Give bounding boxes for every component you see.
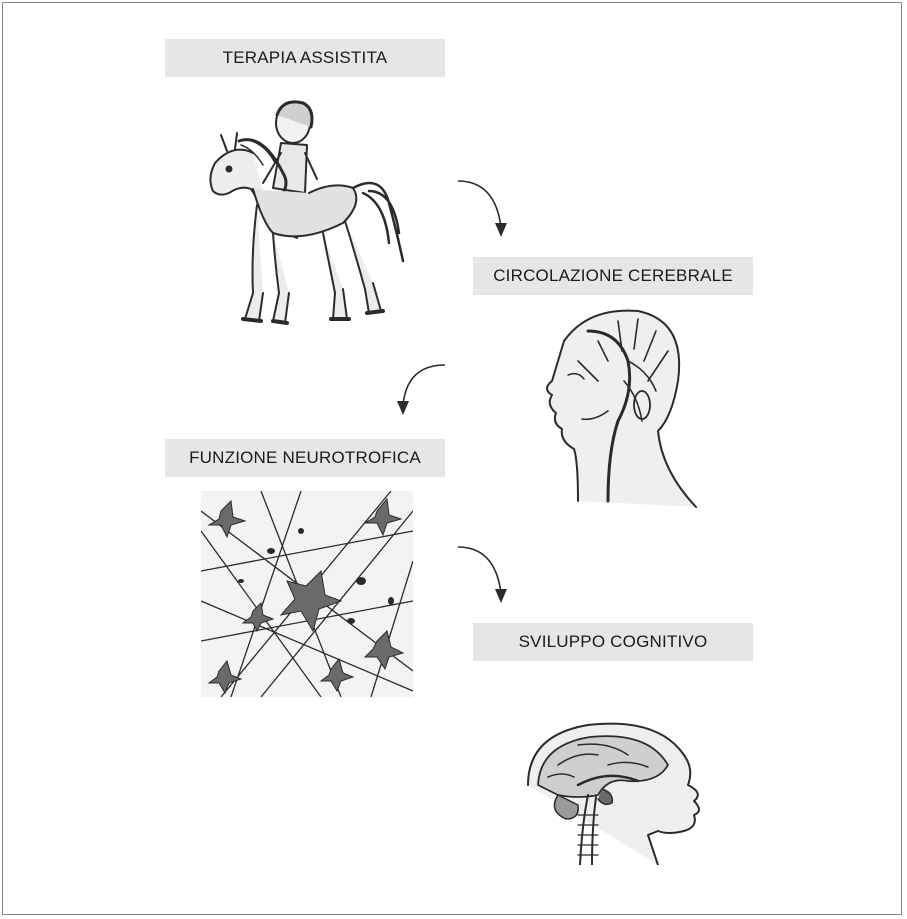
step-label-sviluppo-cognitivo: SVILUPPO COGNITIVO	[473, 623, 753, 661]
neuron-network-illustration	[201, 491, 413, 697]
step-label-terapia-assistita: TERAPIA ASSISTITA	[165, 39, 445, 77]
brain-cross-section-illustration	[518, 715, 713, 865]
curved-arrow-down-right-icon	[455, 177, 515, 243]
curved-arrow-down-left-icon	[393, 361, 449, 421]
curved-arrow-down-right-icon	[455, 543, 515, 609]
horse-child-illustration	[193, 93, 413, 333]
step-label-funzione-neurotrofica: FUNZIONE NEUROTROFICA	[165, 439, 445, 477]
step-label-circolazione-cerebrale: CIRCOLAZIONE CEREBRALE	[473, 257, 753, 295]
head-circulation-illustration	[538, 301, 703, 511]
